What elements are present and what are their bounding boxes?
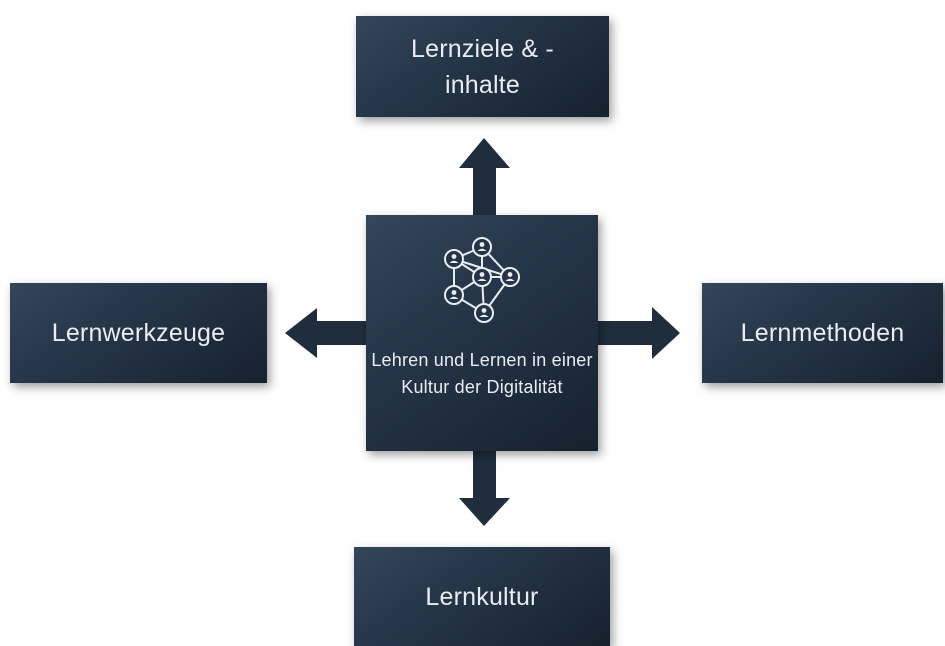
box-learning-tools: Lernwerkzeuge <box>10 283 267 383</box>
box-center-topic: Lehren und Lernen in einer Kultur der Di… <box>366 215 598 451</box>
box-center-topic-label: Lehren und Lernen in einer Kultur der Di… <box>371 350 593 397</box>
box-learning-goals-label: Lernziele & - inhalte <box>411 34 554 99</box>
arrow-down <box>459 451 510 526</box>
arrow-up <box>459 138 510 215</box>
people-network-icon <box>444 237 520 323</box>
box-learning-goals: Lernziele & - inhalte <box>356 16 609 117</box>
box-learning-methods: Lernmethoden <box>702 283 943 383</box>
arrow-right <box>598 307 680 359</box>
box-learning-culture: Lernkultur <box>354 547 610 646</box>
box-learning-tools-label: Lernwerkzeuge <box>51 319 226 347</box>
box-learning-culture-label: Lernkultur <box>425 582 539 611</box>
arrow-left <box>285 308 366 358</box>
box-learning-methods-label: Lernmethoden <box>740 319 905 347</box>
